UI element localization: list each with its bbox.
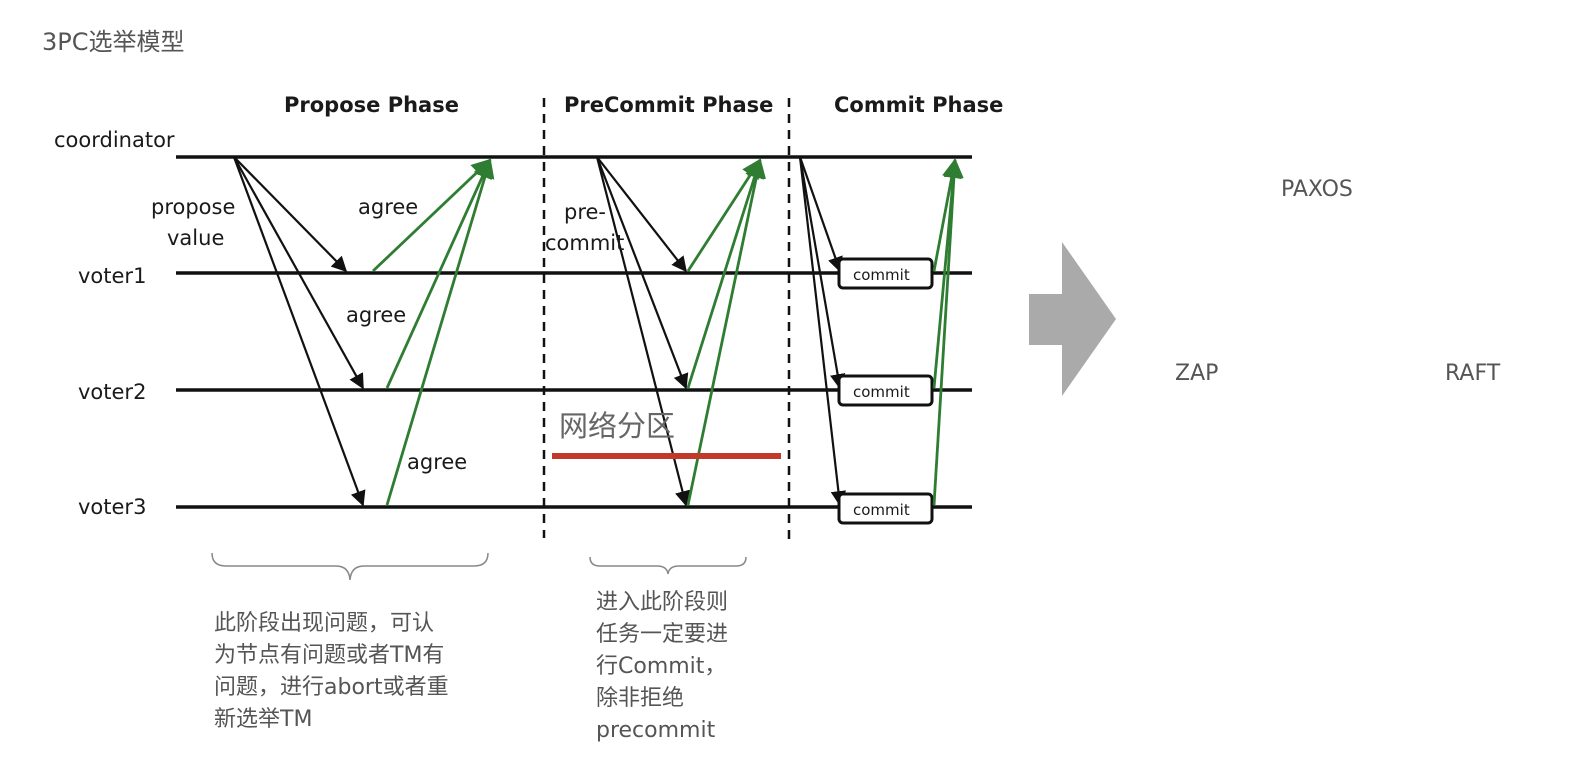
note-precommit-line: precommit: [596, 718, 716, 743]
note-propose-line: 为节点有问题或者TM有: [214, 643, 445, 668]
arrow-propose-voter1: [233, 156, 348, 273]
phase-title-precommit: PreCommit Phase: [564, 93, 773, 117]
label-agree-voter1: agree: [358, 195, 418, 219]
arrow-agree-voter1: [372, 158, 492, 273]
arrow-agree-voter3: [385, 158, 495, 506]
algorithm-zap: ZAP: [1175, 361, 1219, 386]
arrow-propose-voter3: [232, 156, 366, 507]
brace-precommit-phase: [589, 556, 747, 575]
note-precommit-line: 除非拒绝: [596, 686, 685, 711]
arrow-ack-voter3: [686, 158, 766, 506]
label-agree-voter2: agree: [346, 303, 406, 327]
arrow-ack-voter2: [686, 158, 765, 389]
arrow-commit-voter3: [798, 156, 847, 507]
arrow-commit-voter2: [798, 156, 846, 390]
arrow-precommit-voter3: [595, 156, 691, 507]
arrow-precommit-voter1: [596, 156, 687, 273]
phase-title-commit: Commit Phase: [834, 93, 1003, 117]
participant-voter3: voter3: [78, 495, 146, 519]
note-precommit-line: 进入此阶段则: [596, 590, 729, 615]
participant-coordinator: coordinator: [54, 128, 175, 152]
note-propose-line: 问题，进行abort或者重: [214, 675, 449, 700]
commit-box-voter2: [837, 374, 934, 407]
label-propose: propose: [151, 195, 235, 219]
partition-label: 网络分区: [559, 409, 675, 443]
note-precommit-line: 任务一定要进: [596, 622, 729, 647]
arrow-done-voter1: [932, 158, 962, 272]
arrow-commit-voter1: [798, 156, 843, 273]
label-value: value: [167, 226, 224, 250]
brace-propose-phase: [211, 552, 489, 581]
participant-voter2: voter2: [78, 380, 146, 404]
commit-box-voter3: [837, 492, 934, 525]
label-commit: commit: [545, 231, 624, 255]
note-propose-phase: 此阶段出现问题，可认 为节点有问题或者TM有 问题，进行abort或者重 新选举…: [214, 608, 504, 736]
note-propose-line: 新选举TM: [214, 707, 313, 732]
arrow-propose-voter2: [233, 156, 364, 390]
page-title: 3PC选举模型: [42, 28, 185, 56]
algorithm-paxos: PAXOS: [1281, 177, 1353, 202]
commit-box-label-voter3: commit: [853, 501, 910, 519]
note-precommit-phase: 进入此阶段则 任务一定要进 行Commit， 除非拒绝 precommit: [596, 587, 766, 747]
label-pre: pre-: [564, 200, 606, 224]
arrow-agree-voter2: [385, 158, 492, 389]
label-agree-voter3: agree: [407, 450, 467, 474]
algorithm-raft: RAFT: [1445, 361, 1501, 386]
participant-voter1: voter1: [78, 264, 146, 288]
phase-title-propose: Propose Phase: [284, 93, 459, 117]
big-arrow-icon: [1029, 242, 1116, 396]
arrow-done-voter3: [932, 158, 964, 506]
note-propose-line: 此阶段出现问题，可认: [214, 611, 435, 636]
commit-box-label-voter1: commit: [853, 266, 910, 284]
commit-box-voter1: [837, 257, 934, 290]
note-precommit-line: 行Commit，: [596, 654, 727, 679]
commit-box-label-voter2: commit: [853, 383, 910, 401]
arrow-precommit-voter2: [595, 156, 689, 390]
